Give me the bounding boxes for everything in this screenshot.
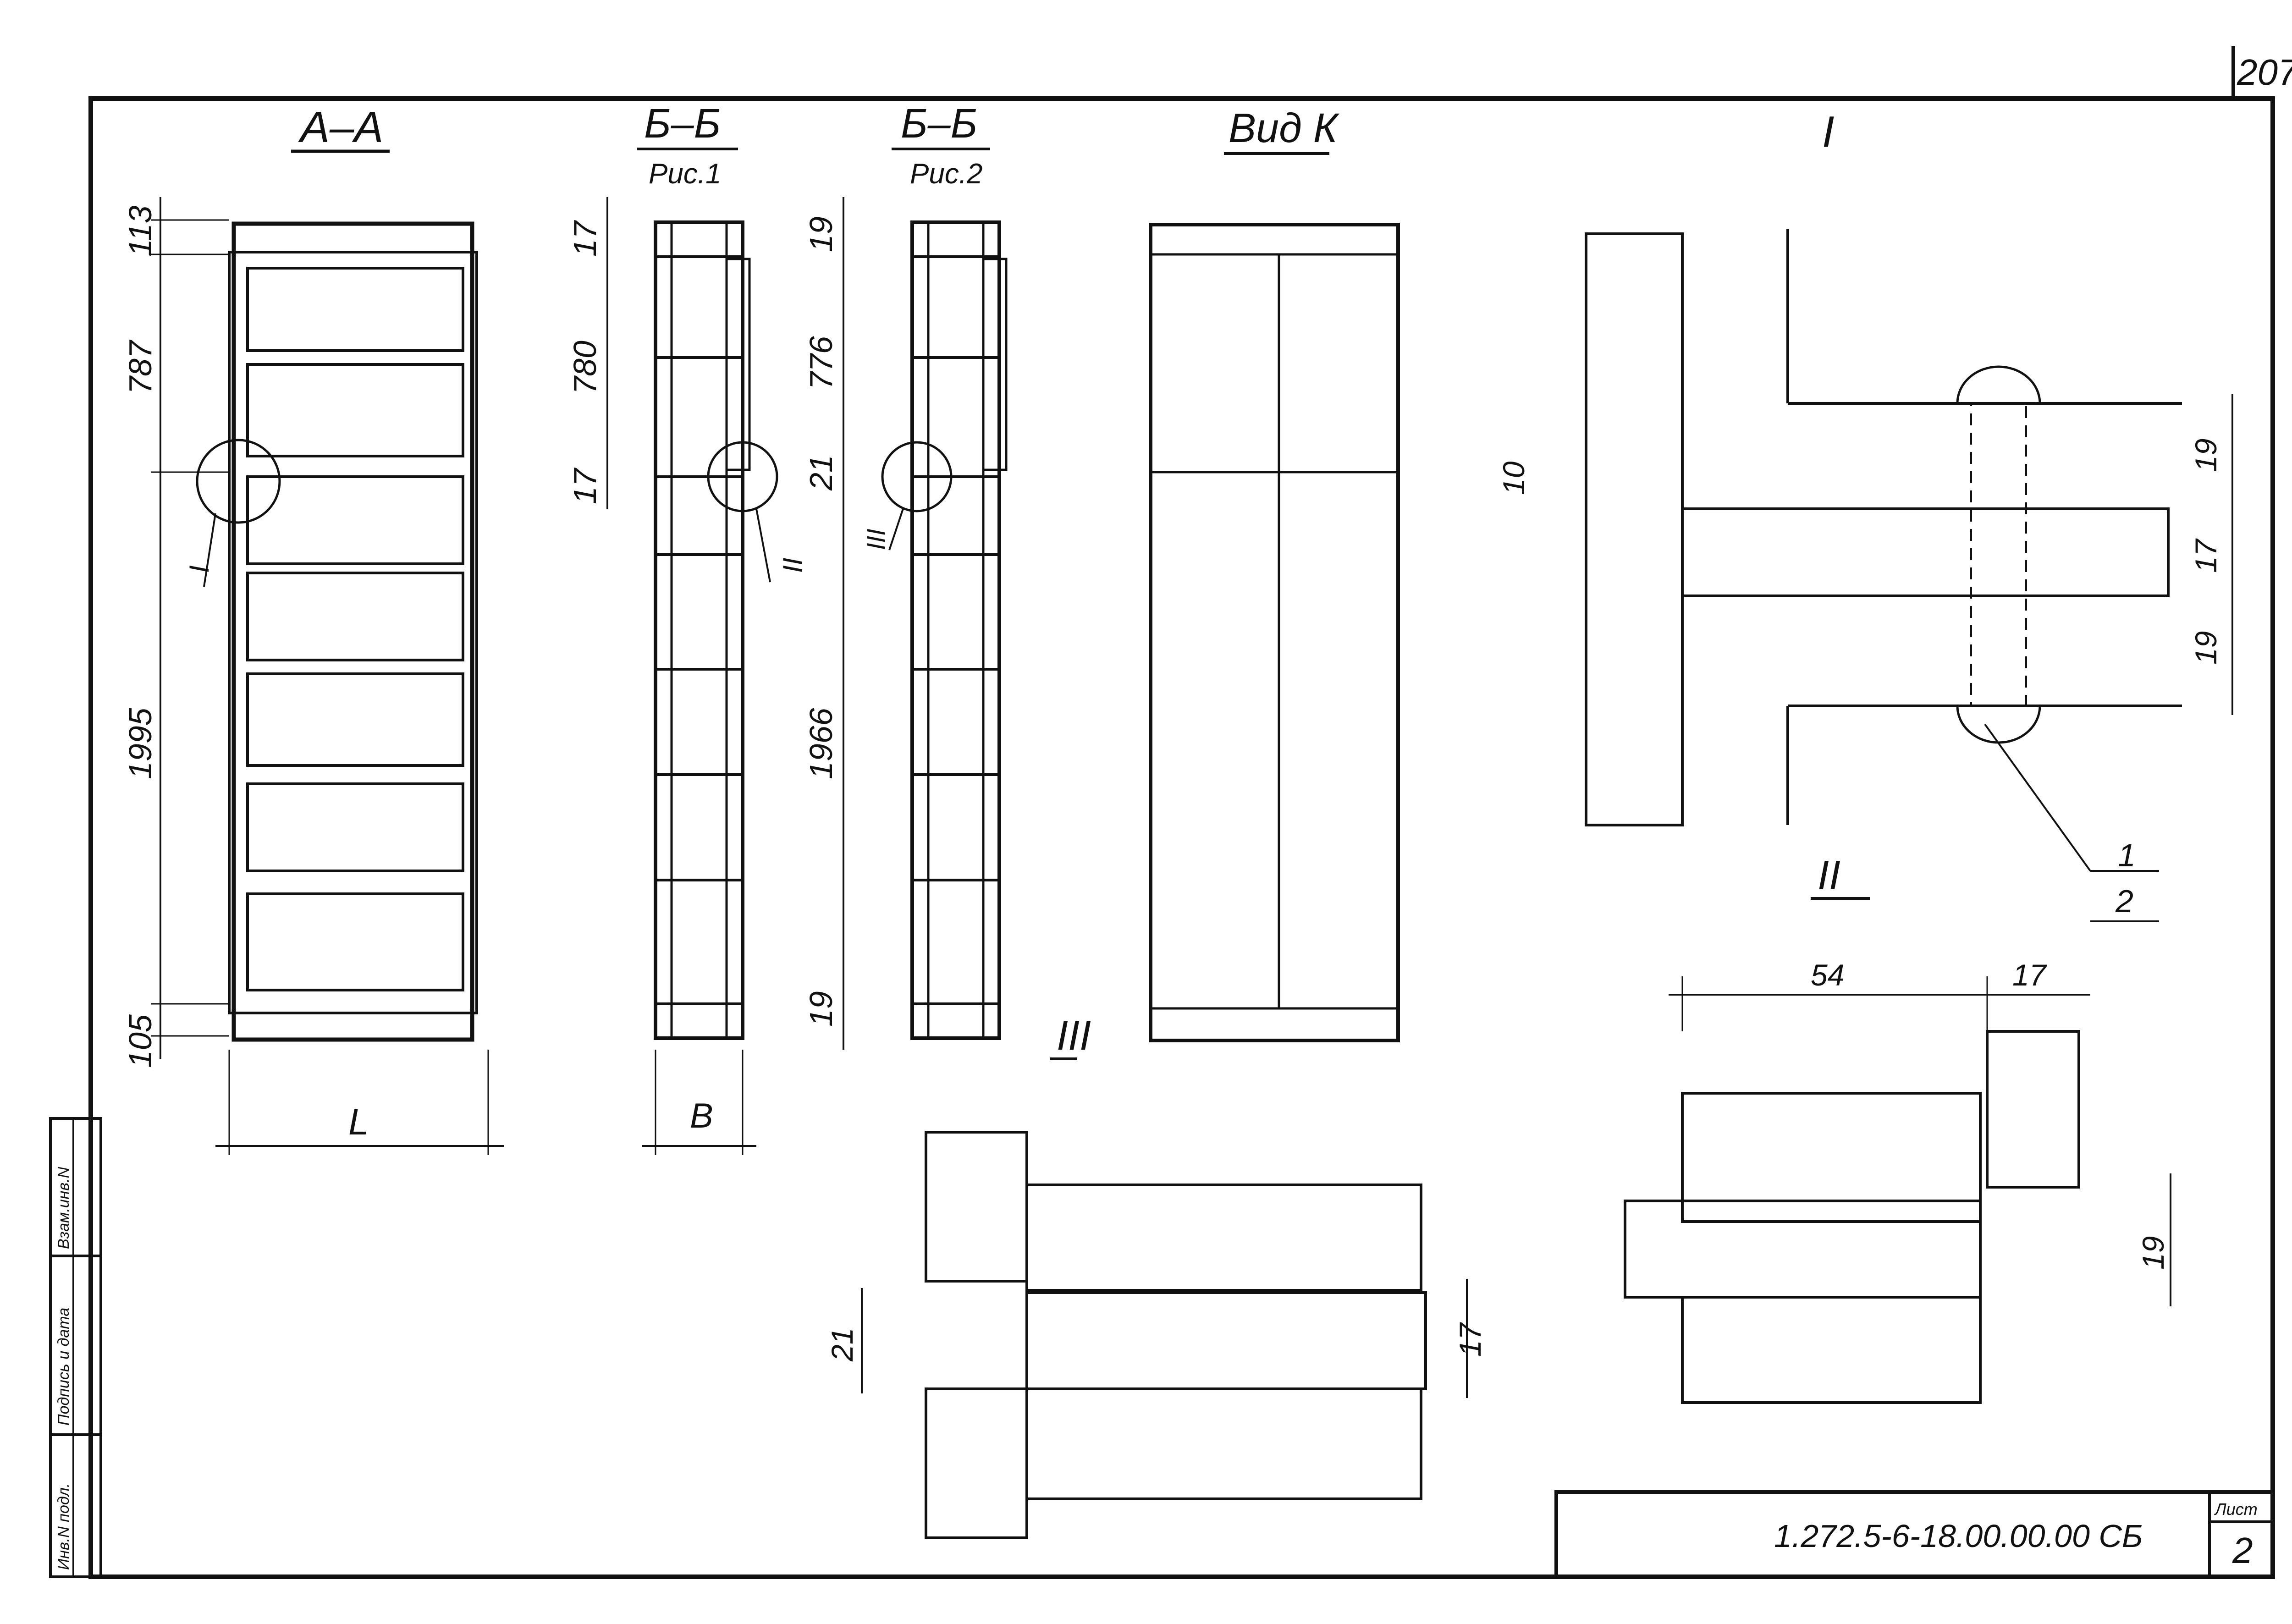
detail-i: I 10 19 17 19 1 2 bbox=[1497, 107, 2233, 922]
view-bb-2: Б–Б Рис.2 19 776 21 1966 19 III bbox=[803, 101, 1008, 1050]
view-aa-title: А–А bbox=[298, 103, 383, 152]
detail-iii: III 21 17 bbox=[825, 1013, 1487, 1539]
dim-bb1-width: В bbox=[690, 1096, 713, 1135]
view-aa: А–А 113 787 1995 105 L I bbox=[122, 103, 504, 1155]
sheet-label: Лист bbox=[2214, 1500, 2258, 1519]
dim-d2-17: 17 bbox=[2012, 958, 2047, 992]
title-block: 1.272.5-6-18.00.00.00 СБ Лист 2 bbox=[1554, 1490, 2275, 1579]
view-k-title: Вид К bbox=[1229, 105, 1340, 151]
stamp-podpis-data: Подпись и дата bbox=[55, 1308, 72, 1426]
view-bb1-title: Б–Б bbox=[644, 101, 721, 147]
view-bb2-title: Б–Б bbox=[901, 101, 977, 147]
dim-d1-19-top: 19 bbox=[2189, 439, 2223, 472]
view-bb1-subtitle: Рис.1 bbox=[649, 158, 722, 190]
detail-ii-title: II bbox=[1818, 853, 1840, 898]
dim-d1-10: 10 bbox=[1497, 461, 1531, 495]
drawing-code: 1.272.5-6-18.00.00.00 СБ bbox=[1774, 1518, 2143, 1554]
dim-d1-19-bottom: 19 bbox=[2189, 631, 2223, 665]
dim-aa-113: 113 bbox=[122, 205, 158, 257]
detail-ii: II 54 17 19 bbox=[1624, 853, 2171, 1404]
dim-d2-19: 19 bbox=[2136, 1236, 2170, 1270]
detail-iii-title: III bbox=[1057, 1013, 1091, 1059]
view-k: Вид К bbox=[1149, 105, 1400, 1042]
dim-bb1-17-mid: 17 bbox=[567, 467, 603, 504]
dim-bb2-19-bottom: 19 bbox=[803, 991, 839, 1027]
dim-bb1-780: 780 bbox=[567, 341, 603, 394]
leader-item-2: 2 bbox=[2115, 883, 2133, 919]
stamp-inv-podl: Инв.N подл. bbox=[55, 1483, 72, 1570]
frame: 207 bbox=[88, 46, 2292, 1579]
dim-bb1-17-top: 17 bbox=[567, 220, 603, 257]
dim-aa-1995: 1995 bbox=[122, 707, 158, 779]
dim-d3-17: 17 bbox=[1453, 1322, 1487, 1357]
dim-bb2-19-top: 19 bbox=[803, 216, 839, 252]
dim-d3-21: 21 bbox=[825, 1328, 859, 1362]
dim-bb2-1966: 1966 bbox=[803, 708, 839, 779]
dim-bb2-776: 776 bbox=[803, 336, 839, 390]
dim-aa-105: 105 bbox=[122, 1014, 158, 1068]
dim-bb2-21: 21 bbox=[803, 455, 839, 491]
view-bb-1: Б–Б Рис.1 17 780 17 В II bbox=[567, 101, 808, 1155]
callout-i: I bbox=[184, 565, 215, 573]
leader-item-1: 1 bbox=[2118, 837, 2136, 873]
sheet-number: 2 bbox=[2232, 1530, 2253, 1571]
side-stamp: Инв.N подл. Подпись и дата Взам.инв.N bbox=[49, 1117, 102, 1578]
detail-i-title: I bbox=[1822, 107, 1835, 156]
view-bb2-subtitle: Рис.2 bbox=[910, 158, 983, 190]
dim-aa-787: 787 bbox=[122, 339, 158, 394]
callout-ii: II bbox=[777, 558, 808, 573]
dim-aa-width: L bbox=[348, 1101, 369, 1142]
dim-d1-17: 17 bbox=[2189, 538, 2223, 573]
stamp-vzam-inv: Взам.инв.N bbox=[55, 1167, 72, 1249]
dim-d2-54: 54 bbox=[1811, 958, 1844, 992]
callout-iii: III bbox=[861, 528, 890, 550]
page-number: 207 bbox=[2237, 52, 2292, 93]
